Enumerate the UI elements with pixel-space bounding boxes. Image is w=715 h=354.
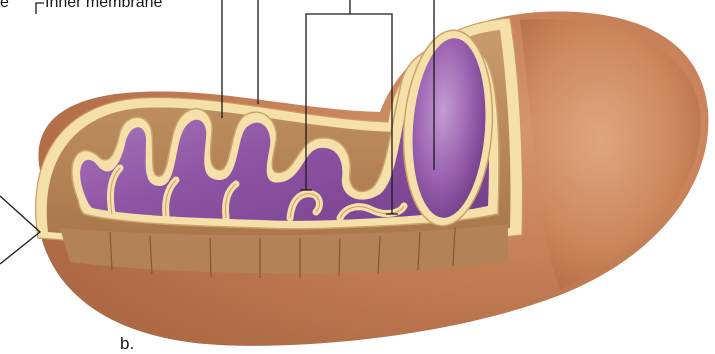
label-partial-left: e (0, 0, 9, 12)
label-inner-membrane: Inner membrane (45, 0, 162, 12)
inner-membrane-bracket (36, 3, 44, 14)
leader-left-pointer (0, 196, 40, 264)
leader-bracket-top (306, 0, 392, 30)
panel-label: b. (120, 334, 134, 354)
